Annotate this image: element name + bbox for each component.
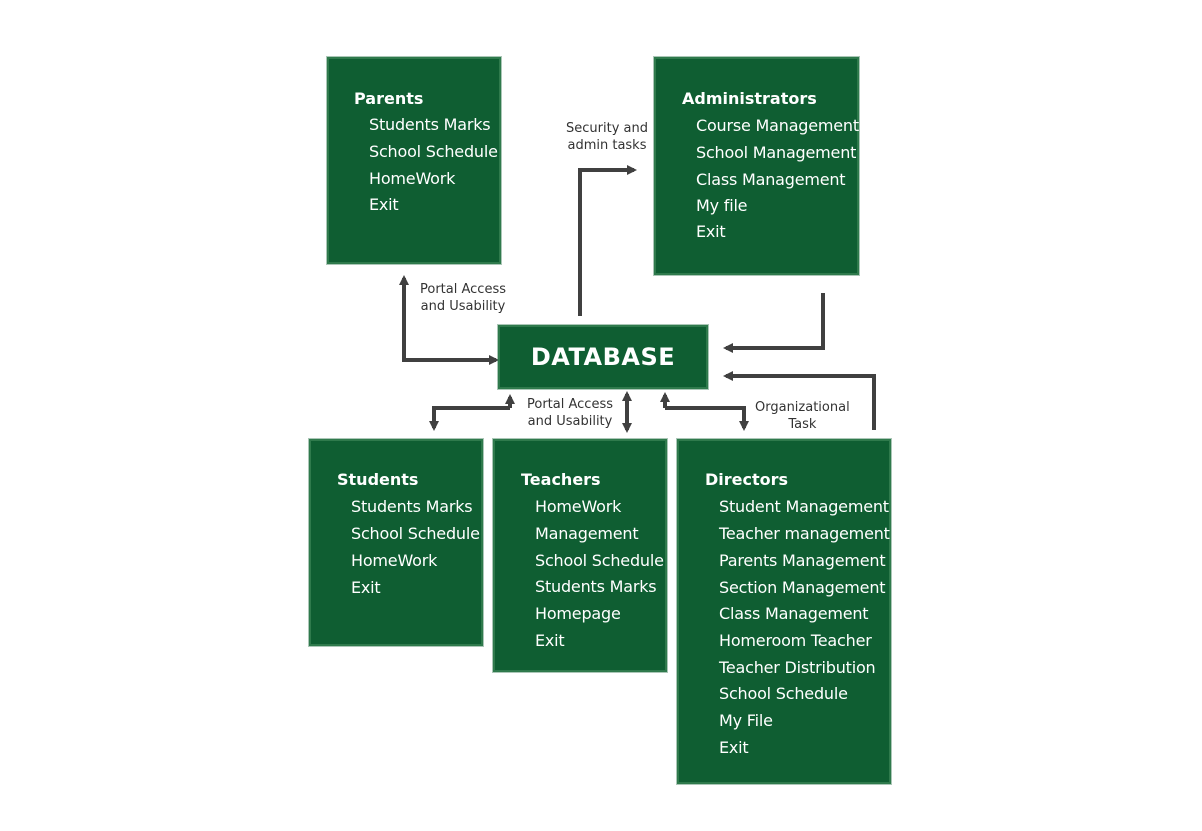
students-item: Exit bbox=[351, 578, 381, 597]
students-box: Students Students Marks School Schedule … bbox=[311, 441, 481, 644]
directors-item: Parents Management bbox=[719, 551, 886, 570]
teachers-item: Exit bbox=[535, 631, 565, 650]
teachers-item: HomeWork bbox=[535, 497, 622, 516]
organizational-task-label: Organizational Task bbox=[755, 400, 850, 432]
directors-item: Teacher Distribution bbox=[719, 658, 876, 677]
directors-box: Directors Student Management Teacher man… bbox=[679, 441, 890, 782]
directors-item: Exit bbox=[719, 738, 749, 757]
directors-item: Student Management bbox=[719, 497, 889, 516]
parents-box: Parents Students Marks School Schedule H… bbox=[329, 59, 499, 262]
administrators-title: Administrators bbox=[682, 89, 817, 108]
teachers-box: Teachers HomeWork Management School Sche… bbox=[495, 441, 665, 670]
administrators-item: Exit bbox=[696, 222, 726, 241]
directors-title: Directors bbox=[705, 470, 789, 489]
teachers-item: Management bbox=[535, 524, 639, 543]
parents-item: HomeWork bbox=[369, 169, 456, 188]
administrators-item: Course Management bbox=[696, 116, 859, 135]
directors-item: Section Management bbox=[719, 578, 886, 597]
administrators-item: My file bbox=[696, 196, 748, 215]
arrow-administrators-database bbox=[723, 293, 825, 353]
arrow-database-administrators bbox=[578, 165, 637, 316]
security-admin-label: Security and admin tasks bbox=[566, 121, 648, 153]
arrow-parents-database bbox=[402, 283, 499, 365]
students-item: HomeWork bbox=[351, 551, 438, 570]
database-box: DATABASE bbox=[500, 327, 706, 387]
administrators-box: Administrators Course Management School … bbox=[656, 59, 859, 273]
teachers-title: Teachers bbox=[521, 470, 601, 489]
teachers-item: Homepage bbox=[535, 604, 621, 623]
administrators-item: School Management bbox=[696, 143, 857, 162]
directors-item: School Schedule bbox=[719, 684, 848, 703]
teachers-item: School Schedule bbox=[535, 551, 664, 570]
directors-item: My File bbox=[719, 711, 773, 730]
portal-access-top-label: Portal Access and Usability bbox=[420, 282, 506, 314]
database-label: DATABASE bbox=[530, 343, 676, 371]
arrow-directors-database bbox=[723, 371, 876, 430]
directors-item: Teacher management bbox=[719, 524, 890, 543]
parents-item: Exit bbox=[369, 195, 399, 214]
parents-item: School Schedule bbox=[369, 142, 498, 161]
arrow-database-directors bbox=[665, 406, 749, 431]
parents-title: Parents bbox=[354, 89, 424, 108]
administrators-item: Class Management bbox=[696, 170, 846, 189]
directors-item: Homeroom Teacher bbox=[719, 631, 872, 650]
arrow-database-students bbox=[429, 406, 510, 431]
teachers-item: Students Marks bbox=[535, 577, 657, 596]
students-item: School Schedule bbox=[351, 524, 480, 543]
students-item: Students Marks bbox=[351, 497, 473, 516]
directors-item: Class Management bbox=[719, 604, 869, 623]
portal-access-bottom-label: Portal Access and Usability bbox=[527, 397, 613, 429]
parents-item: Students Marks bbox=[369, 115, 491, 134]
students-title: Students bbox=[337, 470, 419, 489]
